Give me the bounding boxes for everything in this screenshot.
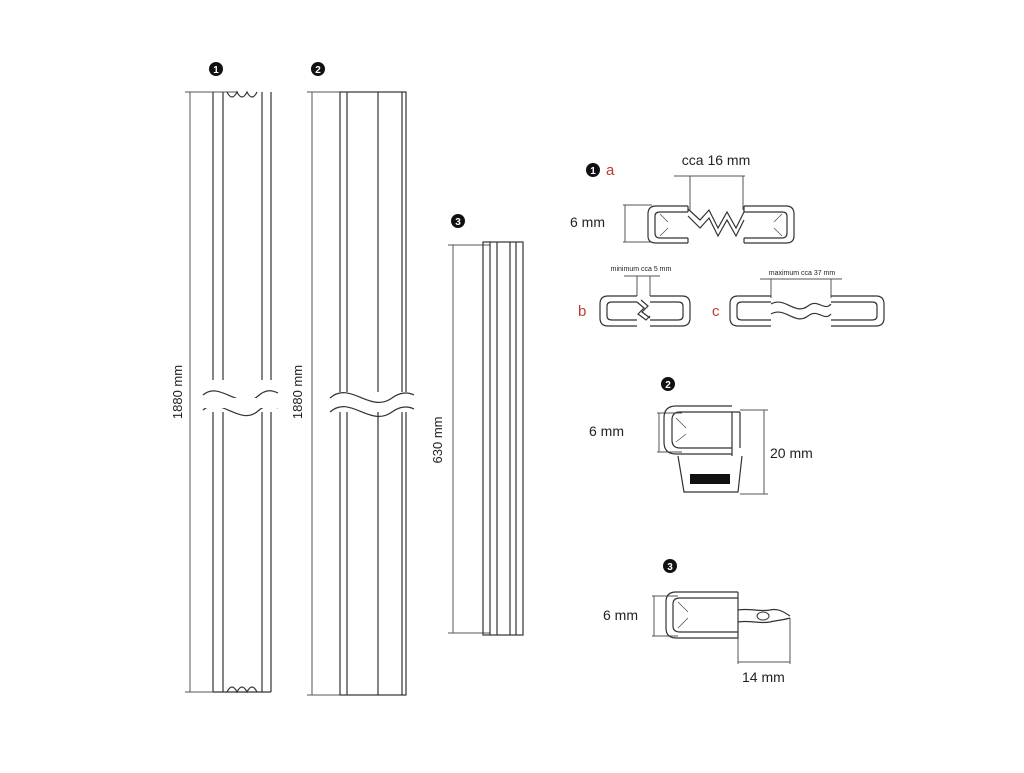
profile-3-fin-label: 14 mm <box>742 669 785 685</box>
bar-1: 1 1880 mm <box>170 62 282 694</box>
profile-3-height-label: 6 mm <box>603 607 638 623</box>
bar-2-body <box>329 91 416 696</box>
svg-text:3: 3 <box>455 217 461 228</box>
variant-a-label: a <box>606 162 615 179</box>
badge-3: 3 <box>451 214 465 228</box>
svg-text:2: 2 <box>315 65 321 76</box>
badge-3-profile: 3 <box>663 559 677 573</box>
profile-2-height-label: 6 mm <box>589 423 624 439</box>
badge-1: 1 <box>209 62 223 76</box>
profile-2-total-label: 20 mm <box>770 445 813 461</box>
profile-1: 1 a cca 16 mm 6 mm <box>570 152 885 327</box>
badge-2-profile: 2 <box>661 377 675 391</box>
height-a-label: 6 mm <box>570 214 605 230</box>
variant-b-profile: b minimum cca 5 mm <box>578 266 691 327</box>
bar-3-dimension: 630 mm <box>430 244 490 634</box>
bar-1-body <box>198 90 282 694</box>
svg-text:1: 1 <box>213 65 219 76</box>
bar-1-length-label: 1880 mm <box>170 365 185 419</box>
svg-text:3: 3 <box>667 562 673 573</box>
bar-3: 3 630 mm <box>430 214 524 636</box>
svg-text:1: 1 <box>590 166 596 177</box>
bar-1-dimension: 1880 mm <box>170 91 238 693</box>
bar-2-dimension: 1880 mm <box>290 91 345 696</box>
bar-3-body <box>482 241 524 636</box>
gap-b-label: minimum cca 5 mm <box>611 266 672 273</box>
gap-c-label: maximum cca 37 mm <box>769 270 836 277</box>
variant-c-profile: c maximum cca 37 mm <box>712 270 885 327</box>
svg-text:2: 2 <box>665 380 671 391</box>
profile-3: 3 6 mm 14 mm <box>603 559 791 685</box>
variant-b-label: b <box>578 303 586 320</box>
variant-c-label: c <box>712 303 720 320</box>
bar-3-length-label: 630 mm <box>430 417 445 464</box>
badge-2: 2 <box>311 62 325 76</box>
gap-a-label: cca 16 mm <box>682 152 750 168</box>
bar-2: 2 1880 mm <box>290 62 416 696</box>
variant-a-profile: cca 16 mm 6 mm <box>570 152 795 244</box>
badge-1-profile: 1 <box>586 163 600 177</box>
profile-2: 2 6 mm 20 mm <box>589 377 813 495</box>
bar-2-length-label: 1880 mm <box>290 365 305 419</box>
